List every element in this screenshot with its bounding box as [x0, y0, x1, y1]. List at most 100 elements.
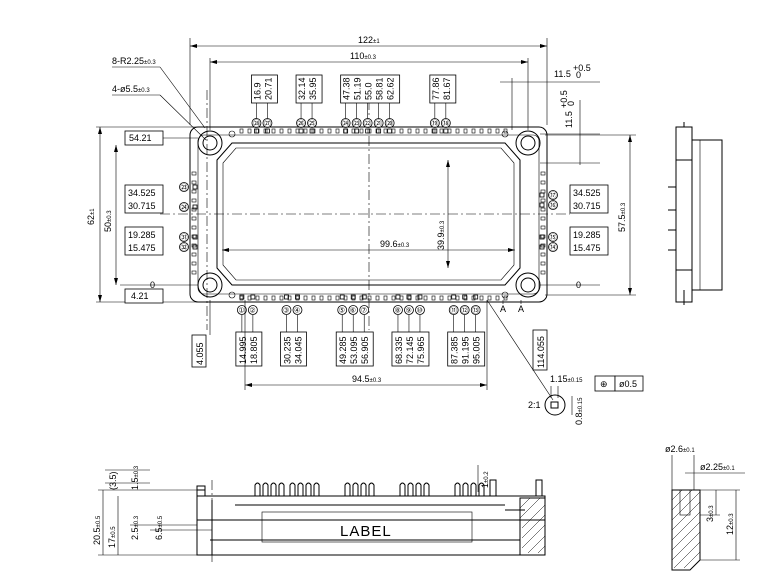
dim-offset-right: 11.5 [554, 69, 571, 79]
dim-17: 17±0.5 [107, 526, 117, 548]
top-pad [255, 128, 260, 134]
side-view-pins [196, 479, 543, 497]
dim-right-bottom-small: 114.055 [536, 336, 546, 368]
position-symbol: ⊕ [600, 379, 608, 389]
bottom-pin-dim-4-0: 87.385 [450, 336, 460, 364]
bottom-pin-marker-4-2 [470, 305, 481, 315]
top-pad [471, 128, 476, 134]
top-pin-dim-1-1: 35.95 [308, 77, 318, 100]
label-corner-radius: 8-R2.25±0.3 [112, 56, 156, 66]
pin-pad [295, 294, 300, 300]
bottom-pin-dim-4-2: 95.005 [472, 336, 482, 364]
bottom-pin-dim-3-2: 75.965 [416, 336, 426, 364]
top-pad [479, 128, 484, 134]
pin-pad [192, 184, 198, 190]
top-pad [487, 128, 492, 134]
left-pad [191, 189, 197, 194]
left-pad [191, 180, 197, 185]
bottom-pad [271, 295, 276, 301]
svg-text:4.055: 4.055 [195, 342, 205, 365]
bottom-pin-dim-2-0: 49.285 [338, 336, 348, 364]
bottom-pad [439, 295, 444, 301]
svg-text:11.5: 11.5 [564, 111, 574, 128]
dim-offset-vert: 11.5 +0.5 0 [559, 90, 576, 128]
svg-text:12±0.3: 12±0.3 [725, 513, 735, 535]
svg-text:58.81: 58.81 [375, 77, 385, 100]
dim-right-lower-1: 19.285 [573, 230, 601, 240]
side-pin-loop [415, 482, 422, 496]
svg-text:47.38: 47.38 [342, 77, 352, 100]
side-pin-end [535, 479, 543, 497]
top-pin-marker-3-0 [429, 118, 440, 128]
top-pin-number-1-0: ㉖ [298, 120, 305, 128]
left-pin-marker-0 [179, 182, 189, 192]
bottom-pad [287, 295, 292, 301]
bottom-pad [279, 295, 284, 301]
svg-text:14.995: 14.995 [238, 336, 248, 364]
right-profile-view [668, 122, 723, 305]
svg-text:72.145: 72.145 [405, 336, 415, 364]
bottom-pin-marker-4-0 [448, 305, 459, 315]
bottom-pin-marker-1-0 [281, 305, 292, 315]
right-pin-number-2: ⑮ [550, 234, 557, 242]
svg-text:87.385: 87.385 [450, 336, 460, 364]
svg-text:57.5±0.3: 57.5±0.3 [617, 202, 627, 232]
mounting-hole-bl [197, 272, 223, 298]
side-pin-loop [368, 482, 375, 496]
bottom-pad [295, 295, 300, 301]
pin-pad [443, 128, 449, 134]
side-pin-loop [344, 482, 351, 496]
right-pad [540, 234, 546, 239]
top-pad [391, 128, 396, 134]
svg-text:62±1: 62±1 [86, 208, 96, 225]
top-pin-dim-2-3: 58.81 [375, 77, 385, 100]
detail-scale: 2:1 [528, 400, 541, 410]
svg-text:32.14: 32.14 [297, 77, 307, 100]
svg-text:3±0.3: 3±0.3 [705, 505, 715, 522]
left-pad [191, 225, 197, 230]
side-pin-loop [454, 482, 461, 496]
dim-right-lower-2: 15.475 [573, 243, 601, 253]
right-pin-marker-1 [548, 200, 558, 210]
pin-pad [473, 294, 479, 300]
bottom-pad [247, 295, 252, 301]
dim-right-upper-2: 30.715 [573, 201, 601, 211]
pin-pad [192, 234, 198, 240]
top-pad [495, 128, 500, 134]
dim-depth: 3±0.3 [705, 505, 715, 522]
bottom-pin-number-2-1: ⑥ [350, 307, 356, 315]
top-pad [279, 128, 284, 134]
left-pin-number-1: ㉔ [181, 204, 188, 212]
bottom-pin-number-4-2: ⑬ [472, 307, 479, 315]
right-pad [540, 252, 546, 257]
dim-3-5: (3.5) [108, 471, 118, 490]
top-pin-marker-1-1 [307, 118, 317, 128]
top-pad [455, 128, 460, 134]
svg-text:75.965: 75.965 [416, 336, 426, 364]
top-pin-marker-2-4 [384, 118, 395, 128]
right-pad [540, 261, 546, 266]
top-pad [295, 128, 300, 134]
dim-6-5: 6.5±0.5 [154, 515, 164, 540]
dim-2-5: 2.5±0.3 [130, 515, 140, 540]
svg-text:95.005: 95.005 [472, 336, 482, 364]
side-pin-loop [399, 482, 406, 496]
left-pad [191, 243, 197, 248]
top-pad [447, 128, 452, 134]
top-pin-marker-0-0 [251, 118, 262, 128]
bottom-pad [455, 295, 460, 301]
pin-pad [365, 128, 371, 134]
svg-text:50±0.3: 50±0.3 [103, 210, 113, 232]
left-pin-marker-3 [179, 242, 189, 252]
left-pin-number-0: ㉓ [181, 184, 188, 192]
bottom-pin-number-2-2: ⑦ [361, 307, 367, 315]
right-pad [540, 198, 546, 203]
bottom-pin-number-3-2: ⑩ [416, 307, 422, 315]
bottom-pin-number-2-0: ⑤ [339, 307, 345, 315]
bottom-pin-number-1-1: ④ [294, 307, 300, 315]
svg-text:77.86: 77.86 [431, 77, 441, 100]
mounting-hole-tl [197, 130, 223, 156]
top-pad [431, 128, 436, 134]
side-pin-loop [462, 482, 469, 496]
top-pad [247, 128, 252, 134]
